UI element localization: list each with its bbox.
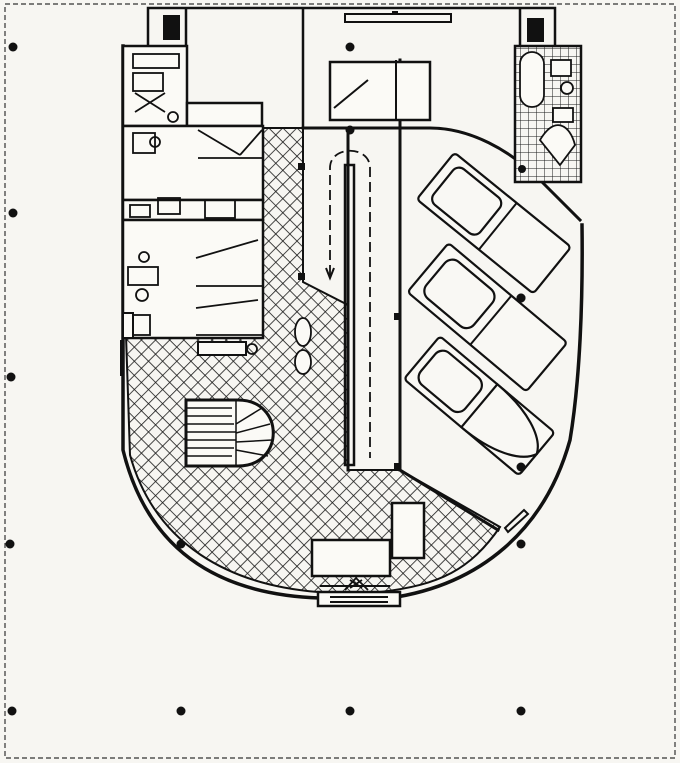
vehicle-1: [417, 153, 571, 294]
cloakroom: [390, 501, 426, 560]
vehicle-3: [404, 336, 555, 475]
outer-wall: [121, 44, 584, 600]
garage-wall-diagonal: [397, 467, 501, 533]
entry-step: [316, 590, 402, 608]
hall-bench: [197, 341, 247, 356]
upper-wing-wall: [146, 6, 557, 130]
column-square-3: [394, 313, 401, 320]
garage-door: [503, 508, 530, 534]
service-room-1: [121, 124, 265, 202]
column-square-2: [298, 273, 305, 280]
main-entrance: [310, 501, 426, 608]
entrance-hall-floor: [124, 127, 502, 593]
service-room-2: [121, 218, 265, 340]
porter-room: [328, 60, 432, 122]
garage-vehicles: [404, 153, 571, 475]
pillar-fixture-1: [294, 317, 312, 347]
pillar-fixture-2: [294, 349, 312, 375]
corridor-window: [185, 101, 264, 128]
chimney-left: [163, 15, 180, 40]
column-square-4: [394, 463, 401, 470]
right-bathroom: [513, 44, 583, 184]
spiral-stair: [184, 398, 275, 468]
chimney-right: [527, 18, 544, 42]
service-rooms: [121, 44, 265, 356]
upper-window: [344, 13, 452, 23]
column-square-1: [298, 163, 305, 170]
vehicle-2: [407, 243, 567, 392]
hall-niche: [122, 312, 134, 339]
entrance-vestibule: [310, 538, 392, 578]
